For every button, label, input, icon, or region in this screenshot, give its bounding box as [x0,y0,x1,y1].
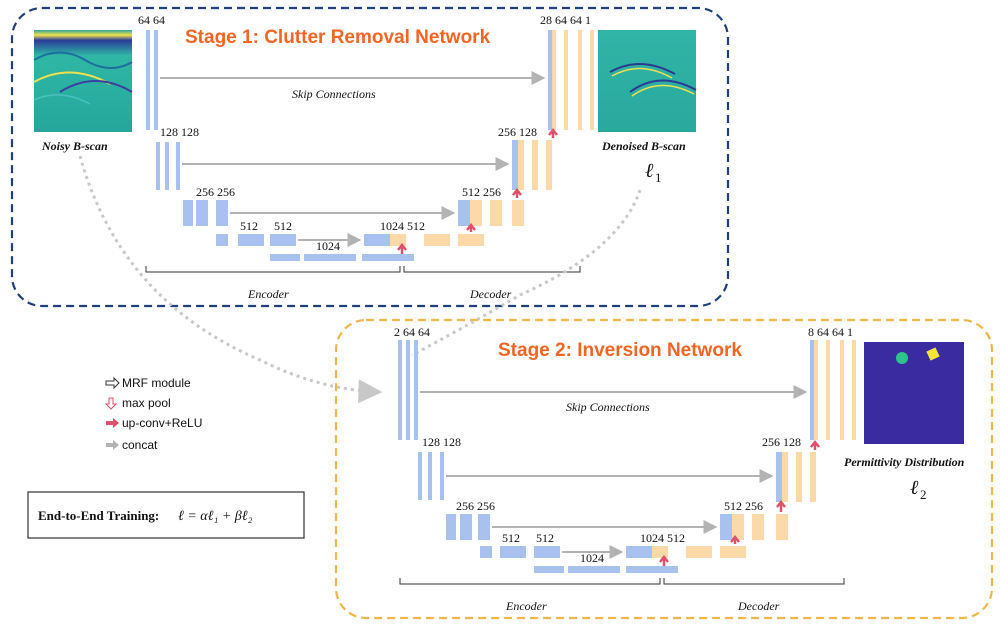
denoised-bscan-label: Denoised B-scan [601,139,686,153]
gray-arrow-icon [106,440,119,450]
s1-ch-top-left: 64 64 [138,13,165,27]
noisy-to-stage2-connector [78,155,383,404]
s2-ch-top-right: 8 64 64 1 [808,325,853,339]
s2-ch-r4: 1024 512 [640,531,685,545]
permittivity-image [864,342,964,444]
s1-encoder-label: Encoder [247,287,289,301]
s1-ch-l4a: 512 [240,219,258,233]
stage1-brackets [145,266,581,273]
stage1-decoder [364,30,594,246]
loss2-subscript: 2 [920,487,927,502]
s1-ch-bottom: 1024 [316,239,340,253]
stage1-title: Stage 1: Clutter Removal Network [185,27,491,48]
s1-ch-l3: 256 256 [196,185,235,199]
denoised-bscan-image [598,30,697,132]
svg-text:MRF module: MRF module [122,376,191,390]
permittivity-label: Permittivity Distribution [844,455,965,469]
s1-ch-r4: 1024 512 [380,219,425,233]
s2-ch-l4a: 512 [502,531,520,545]
stage2-brackets [399,578,845,585]
stage1-upconv-arrows [397,127,558,254]
loss2-symbol: ℓ [910,477,919,499]
stage2-decoder [626,340,856,558]
svg-text:concat: concat [122,438,158,452]
s2-ch-bottom: 1024 [580,551,604,565]
svg-text:up-conv+ReLU: up-conv+ReLU [122,416,202,430]
legend-item-concat: concat [106,438,158,452]
training-formula: ℓ = αℓ₁ + βℓ₂ [178,509,253,524]
legend-item-mrf: MRF module [105,376,191,390]
svg-text:max pool: max pool [122,396,171,410]
denoised-to-stage2-connector [411,189,642,357]
stage1-frame [10,6,730,308]
s2-ch-r3: 512 256 [724,499,763,513]
s2-decoder-label: Decoder [737,599,780,613]
noisy-bscan-label: Noisy B-scan [41,139,108,153]
s2-ch-l2: 128 128 [422,435,461,449]
stage1-skip-connections [160,71,546,247]
s1-ch-r3: 512 256 [462,185,501,199]
red-arrow-icon [106,418,119,428]
s2-ch-l3: 256 256 [456,499,495,513]
s2-encoder-label: Encoder [505,599,547,613]
stage2-skip-connections [420,385,808,559]
stage1-encoder [146,30,414,261]
stage1-skip-label: Skip Connections [292,87,376,101]
pink-down-arrow-icon [104,397,118,410]
stage2-encoder [398,340,678,573]
loss1-symbol: ℓ [645,160,654,182]
stage2-frame [334,318,994,620]
s2-ch-r2: 256 128 [762,435,801,449]
stage2-skip-label: Skip Connections [566,400,650,414]
legend: MRF module max pool up-conv+ReLU concat [104,376,202,452]
stage2-title: Stage 2: Inversion Network [498,340,742,361]
legend-item-maxpool: max pool [104,396,171,410]
s2-ch-l4b: 512 [536,531,554,545]
s2-ch-top-left: 2 64 64 [394,325,430,339]
training-prefix: End-to-End Training: [38,508,159,523]
s1-ch-r2: 256 128 [498,125,537,139]
s1-decoder-label: Decoder [469,287,512,301]
hollow-arrow-icon [105,376,120,390]
s1-ch-top-right: 28 64 64 1 [540,13,591,27]
legend-item-upconv: up-conv+ReLU [106,416,202,430]
training-box [27,491,305,539]
loss1-subscript: 1 [655,170,662,185]
noisy-bscan-image [33,30,133,132]
stage2-upconv-arrows [659,439,820,566]
s1-ch-l4b: 512 [274,219,292,233]
s1-ch-l2: 128 128 [160,125,199,139]
